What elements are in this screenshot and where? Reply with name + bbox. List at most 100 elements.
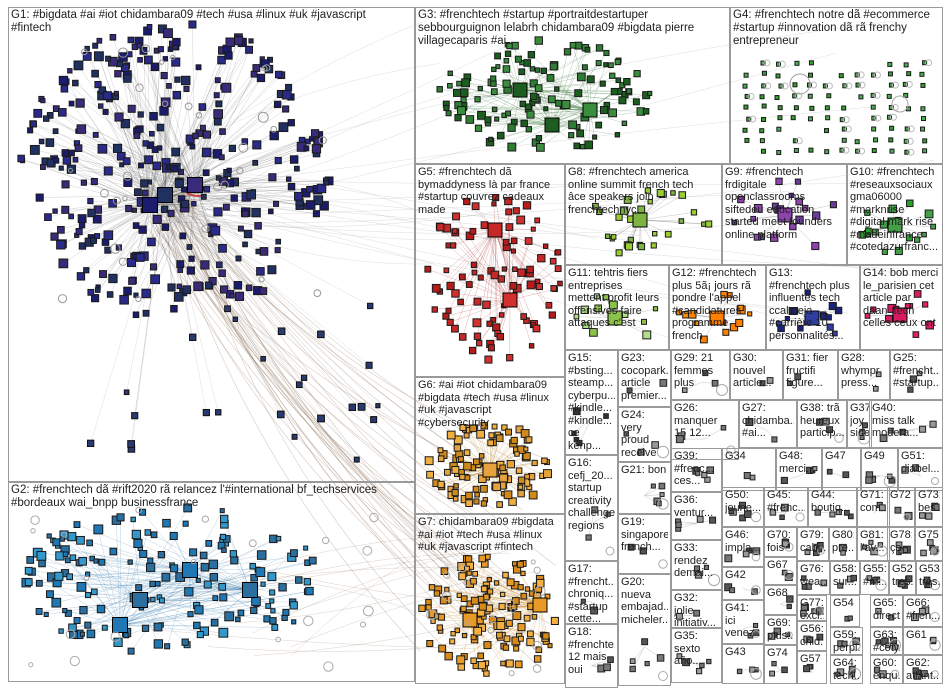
group-box-g65: G65: direct... (870, 595, 903, 627)
group-label-g38: G38: trã heureux particip... (800, 402, 844, 440)
group-box-g34: G34 (722, 448, 776, 491)
group-label-g59: G59: perpi... (833, 629, 860, 654)
group-label-g20: G20: nueva embajad... micheler... (621, 576, 668, 626)
group-box-g36: G36: ventur... (671, 492, 722, 540)
group-box-g68: G68 (764, 585, 797, 615)
group-label-g29: G29: 21 femmes plus (674, 352, 727, 390)
group-label-g47: G47 (825, 450, 858, 463)
group-box-g51: G51: diabel... (898, 448, 943, 491)
group-box-g39: G39: #frenc... ces... (671, 448, 722, 492)
group-box-g11: G11: tehtris fiers entreprises mettent p… (565, 265, 669, 350)
group-label-g16: G16: cefj_20... startup creativity chall… (568, 457, 615, 532)
group-box-g28: G28: whympr press... (838, 350, 890, 400)
group-label-g41: G41: ici venez... (725, 602, 761, 640)
group-label-g14: G14: bob merci le_parisien cet article p… (863, 267, 940, 330)
group-box-g43: G43 (722, 644, 764, 684)
group-label-g62: G62: atlant... (906, 657, 940, 682)
group-box-g76: G76: wea... (797, 561, 830, 595)
group-label-g76: G76: wea... (800, 563, 827, 588)
group-label-g46: G46: impla... (725, 529, 761, 554)
group-label-g66: G66: #fren... (906, 597, 940, 622)
group-box-g12: G12: #frenchtech plus 5ã¡ jours rã pondr… (669, 265, 766, 350)
group-box-g42: G42 (722, 567, 764, 600)
group-box-g24: G24: very proud receive coup... (618, 407, 671, 462)
group-label-g68: G68 (767, 587, 794, 600)
group-label-g43: G43 (725, 646, 761, 659)
group-label-g8: G8: #frenchtech america online summit fr… (568, 166, 719, 216)
group-label-g45: G45: #frenc... (767, 489, 805, 514)
group-label-g73: G73: bes... (918, 489, 940, 514)
group-box-g81: G81: l'av... (857, 527, 890, 561)
group-box-g47: G47 (822, 448, 861, 491)
group-box-g44: G44: boutiq... (808, 487, 857, 527)
group-box-g27: G27: chidamba... #ai... (739, 400, 797, 448)
group-box-g70: G70: fois (764, 527, 797, 557)
group-label-g49: G49 (864, 450, 895, 463)
group-box-g2: G2: #frenchtech dã #rift2020 rã relancez… (8, 482, 415, 682)
group-label-g64: G64: tech... (833, 657, 860, 682)
group-box-g50: G50: jeune... (722, 487, 764, 527)
group-box-g7: G7: chidambara09 #bigdata #ai #iot #tech… (415, 514, 565, 684)
group-box-g79: G79: cabi... (797, 527, 829, 561)
group-box-g58: G58: sur... (830, 561, 860, 595)
group-label-g1: G1: #bigdata #ai #iot chidambara09 #tech… (11, 9, 412, 35)
group-box-g62: G62: atlant... (903, 655, 943, 684)
group-label-g32: G32: jolie initiativ... (674, 592, 719, 628)
group-box-g20: G20: nueva embajad... micheler... (618, 574, 671, 686)
group-box-g31: G31: fier fructifi figure... (783, 350, 838, 400)
group-box-g23: G23: cocopark... article premier... (618, 350, 671, 407)
group-label-g55: G55: #m... (863, 563, 886, 588)
group-label-g34: G34 (725, 450, 773, 463)
group-label-g11: G11: tehtris fiers entreprises mettent p… (568, 267, 666, 330)
group-label-g25: G25: #frencht... #startup... (893, 352, 940, 390)
group-label-g74: G74 (767, 647, 794, 660)
group-box-g38: G38: trã heureux particip... (797, 400, 847, 448)
group-label-g28: G28: whympr press... (841, 352, 887, 390)
group-box-g29: G29: 21 femmes plus (671, 350, 730, 400)
group-label-g6: G6: #ai #iot chidambara09 #bigdata #tech… (418, 379, 562, 429)
group-box-g6: G6: #ai #iot chidambara09 #bigdata #tech… (415, 377, 565, 514)
group-label-g58: G58: sur... (833, 563, 857, 588)
group-box-g18: G18: #frenchte... 12 mais oui (565, 624, 618, 688)
group-box-g72: G72 (887, 487, 915, 527)
group-label-g44: G44: boutiq... (811, 489, 854, 514)
group-label-g63: G63: #coty... (873, 629, 900, 654)
group-label-g18: G18: #frenchte... 12 mais oui (568, 626, 615, 676)
group-label-g65: G65: direct... (873, 597, 900, 622)
group-label-g4: G4: #frenchtech notre dã #ecommerce #sta… (733, 9, 940, 48)
group-box-g9: G9: #frenchtech frdigitale openclassroom… (722, 164, 847, 265)
group-label-g24: G24: very proud receive coup... (621, 409, 668, 462)
group-label-g50: G50: jeune... (725, 489, 761, 514)
group-label-g31: G31: fier fructifi figure... (786, 352, 835, 390)
group-label-g3: G3: #frenchtech #startup #portraitdestar… (418, 9, 727, 48)
group-label-g26: G26: manquer 15 12... (674, 402, 736, 440)
group-label-g10: G10: #frenchtech #reseauxsociaux gma0600… (850, 166, 940, 254)
group-box-g35: G35: sexto año... (671, 628, 722, 683)
group-label-g12: G12: #frenchtech plus 5ã¡ jours rã pondr… (672, 267, 763, 342)
group-box-g25: G25: #frencht... #startup... (890, 350, 943, 400)
group-box-g41: G41: ici venez... (722, 600, 764, 644)
group-label-g54: G54 (833, 597, 857, 610)
group-box-g80: G80: pre... (829, 527, 857, 561)
group-box-g61: G61 (903, 627, 943, 655)
group-box-g21: G21: bon (618, 462, 671, 514)
group-label-g7: G7: chidambara09 #bigdata #ai #iot #tech… (418, 516, 562, 554)
group-label-g79: G79: cabi... (800, 529, 826, 554)
group-box-g16: G16: cefj_20... startup creativity chall… (565, 455, 618, 561)
group-box-g52: G52: tres... (889, 561, 916, 595)
group-label-g81: G81: l'av... (860, 529, 887, 554)
group-box-g8: G8: #frenchtech america online summit fr… (565, 164, 722, 265)
group-label-g35: G35: sexto año... (674, 630, 719, 668)
group-label-g36: G36: ventur... (674, 494, 719, 519)
group-box-g45: G45: #frenc... (764, 487, 808, 527)
group-label-g37: G37: joy sident... (850, 402, 869, 440)
group-label-g2: G2: #frenchtech dã #rift2020 rã relancez… (11, 484, 412, 510)
group-box-g33: G33: rendez demai... (671, 540, 722, 590)
group-label-g48: G48: merci... (779, 450, 819, 475)
group-label-g30: G30: nouvel article... (733, 352, 780, 390)
group-box-g77: G77: excl... (797, 595, 827, 621)
group-box-g46: G46: impla... (722, 527, 764, 567)
group-box-g56: G56: chid... (797, 621, 827, 651)
group-label-g42: G42 (725, 569, 761, 582)
group-box-g54: G54 (830, 595, 860, 627)
